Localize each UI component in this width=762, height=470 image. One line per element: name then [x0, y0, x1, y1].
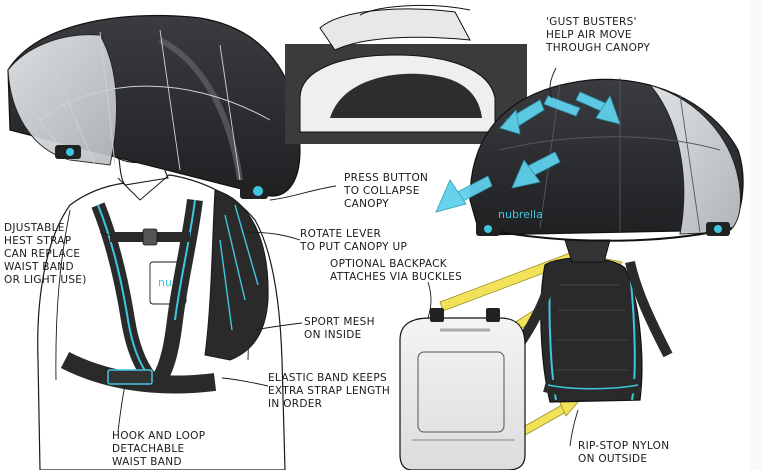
label-line: ON OUTSIDE — [578, 453, 648, 465]
label-line: ON INSIDE — [304, 329, 362, 341]
brand-mark-person: nu — [158, 276, 172, 289]
label-line: ELASTIC BAND KEEPS — [268, 372, 387, 384]
label-line: TO PUT CANOPY UP — [300, 241, 408, 253]
label-line: THROUGH CANOPY — [546, 42, 651, 54]
brand-mark-canopy: nubrella — [498, 208, 543, 221]
label-line: SPORT MESH — [304, 316, 375, 328]
canopy-left — [7, 14, 301, 199]
label-line: PRESS BUTTON — [344, 172, 429, 184]
gust-arrows — [435, 91, 621, 213]
label-gust-busters: 'GUST BUSTERS' HELP AIR MOVE THROUGH CAN… — [546, 16, 650, 55]
label-rip-stop: RIP-STOP NYLON ON OUTSIDE — [578, 440, 669, 466]
harness-back — [507, 239, 673, 403]
label-line: WAIST BAND — [112, 456, 182, 468]
label-line: HEST STRAP — [4, 235, 72, 247]
inset-panel — [285, 4, 527, 144]
canopy-right — [469, 78, 744, 242]
label-line: EXTRA STRAP LENGTH — [268, 385, 391, 397]
label-line: OPTIONAL BACKPACK — [330, 258, 447, 270]
label-line: DJUSTABLE — [4, 222, 65, 234]
callout-lines — [99, 67, 579, 447]
label-line: DETACHABLE — [112, 443, 185, 455]
optional-backpack — [399, 308, 526, 470]
label-line: ROTATE LEVER — [300, 228, 382, 240]
label-line: OR LIGHT USE) — [4, 274, 87, 286]
label-line: HELP AIR MOVE — [546, 29, 632, 41]
label-line: 'GUST BUSTERS' — [546, 16, 637, 28]
label-hook-loop: HOOK AND LOOP DETACHABLE WAIST BAND — [112, 430, 205, 469]
label-line: CANOPY — [344, 198, 389, 210]
label-sport-mesh: SPORT MESH ON INSIDE — [304, 316, 375, 342]
label-rotate-lever: ROTATE LEVER TO PUT CANOPY UP — [300, 228, 407, 254]
label-line: WAIST BAND — [4, 261, 74, 273]
label-optional-backpack: OPTIONAL BACKPACK ATTACHES VIA BUCKLES — [330, 258, 462, 284]
label-line: ATTACHES VIA BUCKLES — [330, 271, 463, 283]
label-adjustable-strap: DJUSTABLE HEST STRAP CAN REPLACE WAIST B… — [4, 222, 87, 287]
label-line: RIP-STOP NYLON — [578, 440, 670, 452]
label-line: IN ORDER — [268, 398, 323, 410]
label-line: TO COLLAPSE — [344, 185, 420, 197]
label-line: HOOK AND LOOP — [112, 430, 206, 442]
label-line: CAN REPLACE — [4, 248, 81, 260]
label-elastic-band: ELASTIC BAND KEEPS EXTRA STRAP LENGTH IN… — [268, 372, 390, 411]
label-press-button: PRESS BUTTON TO COLLAPSE CANOPY — [344, 172, 428, 211]
